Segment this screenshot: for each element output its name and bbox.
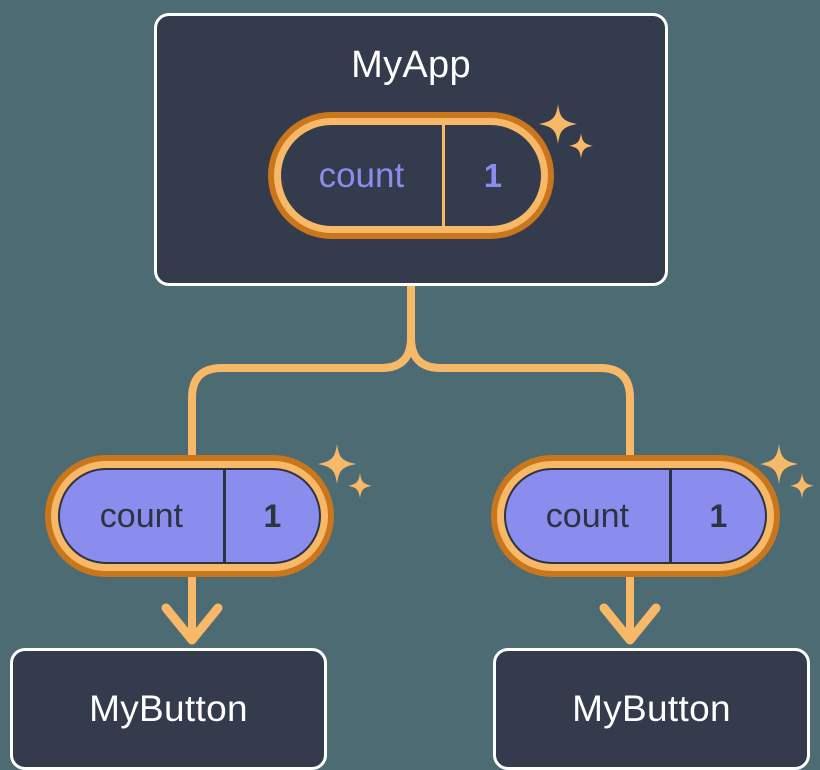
- arrow-down-icon-left: [161, 574, 223, 645]
- state-pill-ring: count 1: [497, 461, 774, 571]
- state-pill-ring: count 1: [51, 461, 328, 571]
- state-key: count: [281, 125, 445, 226]
- component-label: MyButton: [89, 688, 248, 729]
- arrow-down-icon-right: [599, 574, 661, 645]
- state-value: 1: [709, 497, 728, 534]
- tree-branch-left: [188, 282, 415, 464]
- state-pill-ring: count 1: [274, 118, 548, 233]
- component-label: MyButton: [572, 688, 731, 729]
- state-pill-body: count 1: [58, 468, 321, 564]
- state-pill-right[interactable]: count 1: [491, 455, 780, 577]
- page-title: MyApp: [351, 44, 471, 86]
- state-pill-root[interactable]: count 1: [268, 112, 554, 239]
- state-pill-body: count 1: [504, 468, 767, 564]
- state-pill-left[interactable]: count 1: [45, 455, 334, 577]
- state-value: 1: [483, 156, 503, 194]
- state-pill-body: count 1: [281, 125, 541, 226]
- state-key: count: [506, 470, 672, 562]
- component-card-mybutton-left[interactable]: MyButton: [10, 648, 327, 770]
- tree-branch-right: [407, 282, 634, 464]
- component-card-mybutton-right[interactable]: MyButton: [493, 648, 810, 770]
- state-value: 1: [263, 497, 282, 534]
- state-key: count: [60, 470, 226, 562]
